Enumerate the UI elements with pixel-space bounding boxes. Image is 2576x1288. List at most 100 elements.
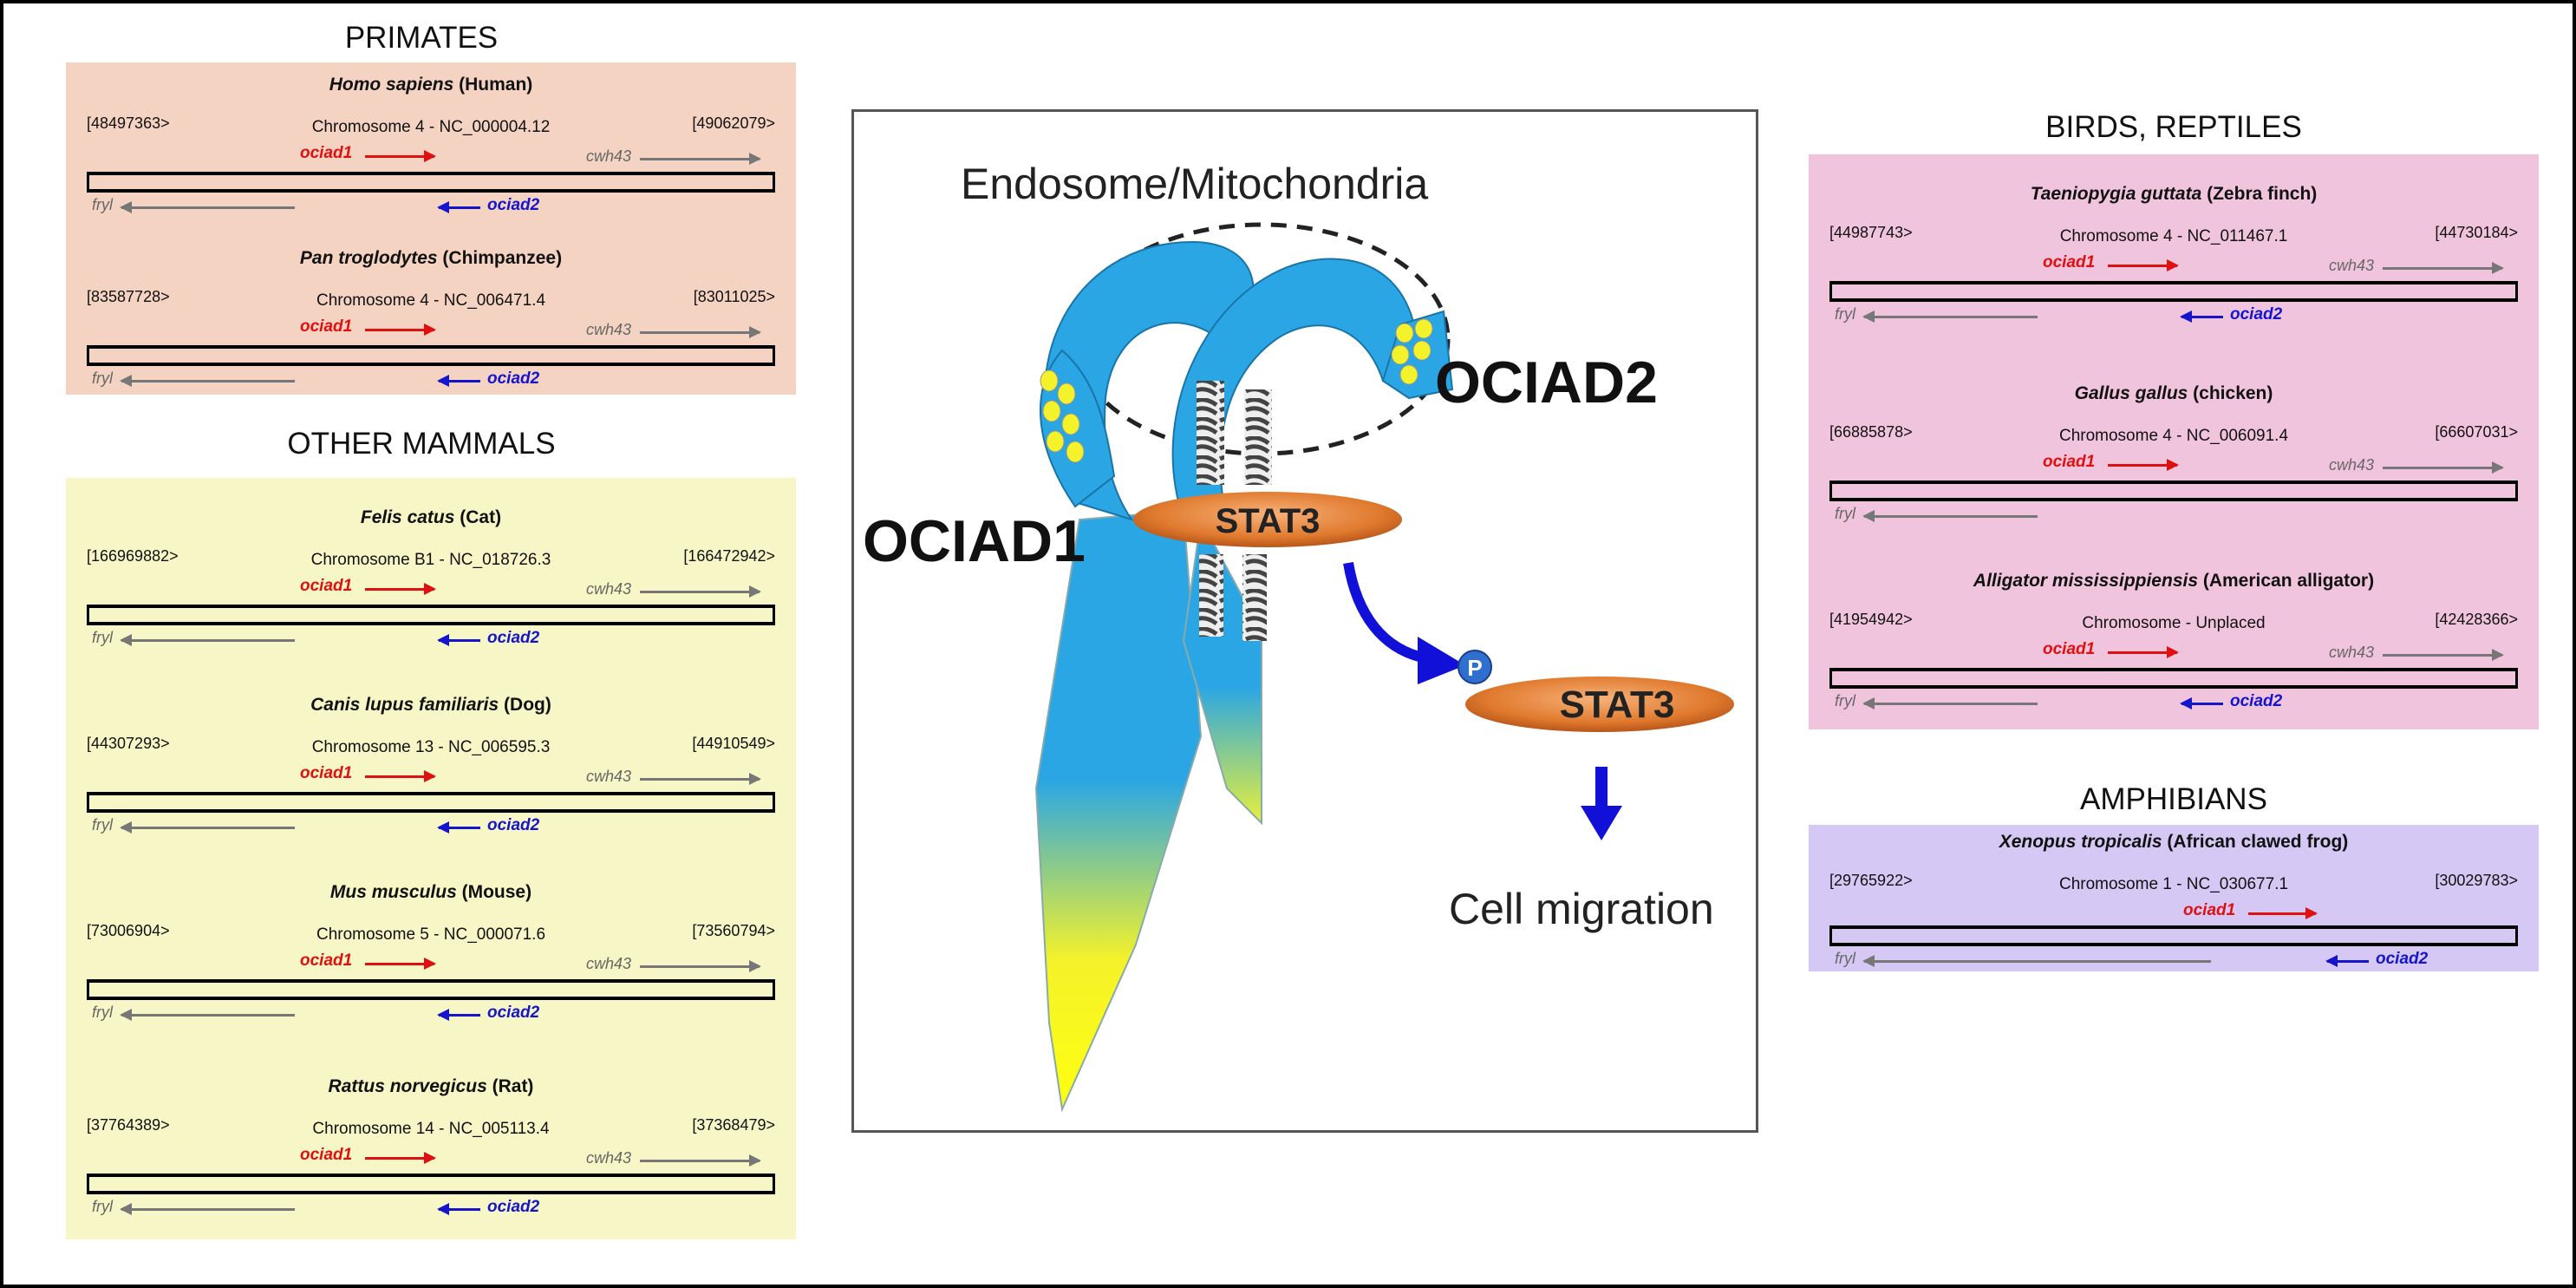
fryl-gene-label: fryl: [92, 816, 113, 834]
chromosome-strand-top: [87, 792, 775, 795]
species-name: Rattus norvegicus: [328, 1076, 487, 1096]
fryl-arrow: [120, 1203, 295, 1215]
cwh43-arrow: [640, 960, 761, 972]
chromosome-strand-bottom: [87, 363, 775, 366]
gene-map-entry: Felis catus (Cat)[166969882>Chromosome B…: [66, 507, 796, 672]
ociad1-arrow: [2108, 646, 2179, 658]
fryl-arrow: [120, 634, 295, 646]
ociad1-arrow: [365, 583, 436, 595]
cwh43-arrow: [2383, 461, 2504, 474]
fryl-arrow: [1862, 955, 2211, 967]
gene-map-entry: Pan troglodytes (Chimpanzee)[83587728>Ch…: [66, 248, 796, 413]
start-coordinate: [166969882>: [87, 547, 179, 565]
end-coordinate: [44910549>: [692, 735, 775, 752]
helix-2: [1244, 389, 1272, 485]
ociad1-arrow: [2108, 459, 2179, 471]
ociad2-arrow: [437, 1009, 480, 1021]
ociad1-arrow: [365, 770, 436, 782]
chromosome-label: Chromosome 4 - NC_006091.4: [2058, 427, 2289, 445]
ociad2-gene-label: ociad2: [487, 816, 540, 834]
cwh43-gene-label: cwh43: [586, 955, 632, 972]
cwh43-gene-label: cwh43: [2329, 644, 2375, 661]
group-title-primates: PRIMATES: [344, 21, 499, 55]
species-common-name: (Zebra finch): [2201, 184, 2318, 204]
chromosome-strand-bottom: [87, 997, 775, 1000]
chromosome-label: Chromosome 1 - NC_030677.1: [2058, 875, 2289, 893]
chromosome-label: Chromosome 14 - NC_005113.4: [312, 1120, 550, 1138]
fryl-gene-label: fryl: [92, 1198, 113, 1215]
ociad2-gene-label: ociad2: [487, 629, 540, 647]
end-coordinate: [37368479>: [692, 1116, 775, 1134]
ociad1-gene-label: ociad1: [300, 317, 353, 336]
gene-map-entry: Alligator mississippiensis (American all…: [1809, 571, 2539, 736]
chromosome-strand-top: [87, 172, 775, 175]
strand-end-tick: [773, 173, 775, 193]
phospho-circle: [1458, 650, 1492, 684]
chromosome-strand-top: [87, 979, 775, 983]
ociad2-label: OCIAD2: [1435, 350, 1658, 415]
ociad1-arrow: [365, 1152, 436, 1164]
panel-primates: Homo sapiens (Human)[48497363>Chromosome…: [66, 62, 796, 395]
strand-end-tick: [2515, 283, 2518, 302]
chromosome-strand-bottom: [87, 189, 775, 193]
gene-map-entry: Mus musculus (Mouse)[73006904>Chromosome…: [66, 882, 796, 1047]
ociad2-gene-label: ociad2: [2376, 950, 2429, 968]
ociad2-arrow: [2180, 697, 2223, 709]
chromosome-strand-bottom: [1829, 943, 2518, 946]
species-title: Taeniopygia guttata (Zebra finch): [1809, 184, 2539, 205]
end-coordinate: [83011025>: [693, 288, 775, 305]
stat3-bound: [1133, 492, 1402, 547]
start-coordinate: [48497363>: [87, 114, 170, 132]
start-coordinate: [37764389>: [87, 1116, 170, 1134]
strand-start-tick: [87, 794, 89, 813]
panel-other-mammals: Felis catus (Cat)[166969882>Chromosome B…: [66, 478, 796, 1239]
chromosome-label: Chromosome 13 - NC_006595.3: [311, 738, 551, 756]
fryl-arrow: [120, 201, 295, 213]
strand-start-tick: [87, 981, 89, 1000]
end-coordinate: [42428366>: [2435, 611, 2518, 628]
strand-end-tick: [2515, 927, 2518, 946]
gene-map-entry: Gallus gallus (chicken)[66885878>Chromos…: [1809, 383, 2539, 548]
ociad2-arrow: [2325, 955, 2369, 967]
strand-start-tick: [87, 1175, 89, 1194]
chromosome-strand-bottom: [87, 809, 775, 813]
species-common-name: (Cat): [454, 507, 502, 527]
ociad1-gene-label: ociad1: [300, 764, 353, 782]
ociad1-gene-label: ociad1: [2043, 253, 2096, 271]
strand-end-tick: [773, 981, 775, 1000]
ociad1-gene-label: ociad1: [2183, 901, 2236, 919]
ociad1-gene-label: ociad1: [300, 951, 353, 970]
chromosome-strand-top: [87, 605, 775, 608]
chromosome-label: Chromosome B1 - NC_018726.3: [310, 551, 551, 569]
ociad1-arrow: [365, 324, 436, 336]
phosphorylation-arrow: [1343, 562, 1428, 664]
ociad2-arrow: [437, 201, 480, 213]
species-name: Gallus gallus: [2074, 383, 2188, 403]
ociad1-arrow: [365, 958, 436, 970]
chromosome-label: Chromosome 4 - NC_000004.12: [311, 118, 551, 136]
chromosome-label: Chromosome 5 - NC_000071.6: [316, 925, 546, 944]
strand-start-tick: [87, 173, 89, 193]
helix-4: [1242, 554, 1267, 641]
stat3-free: [1465, 677, 1734, 732]
ociad1-gene-label: ociad1: [2043, 640, 2096, 658]
cwh43-gene-label: cwh43: [586, 147, 632, 165]
species-title: Canis lupus familiaris (Dog): [66, 695, 796, 716]
species-common-name: (Rat): [486, 1076, 534, 1096]
fryl-arrow: [120, 375, 295, 387]
strand-start-tick: [87, 347, 89, 366]
species-title: Alligator mississippiensis (American all…: [1809, 571, 2539, 592]
ociad2-gene-label: ociad2: [487, 369, 540, 388]
strand-end-tick: [2515, 670, 2518, 689]
fryl-arrow: [120, 821, 295, 834]
strand-start-tick: [87, 606, 89, 625]
ociad2-gene-label: ociad2: [2230, 305, 2283, 324]
group-title-birds-reptiles: BIRDS, REPTILES: [2045, 110, 2302, 144]
phosphorylation-arrowhead: [1418, 637, 1465, 684]
cwh43-gene-label: cwh43: [2329, 456, 2375, 474]
fryl-arrow: [120, 1009, 295, 1021]
species-common-name: (Mouse): [456, 882, 532, 902]
species-name: Alligator mississippiensis: [1973, 571, 2199, 591]
species-title: Xenopus tropicalis (African clawed frog): [1809, 832, 2539, 853]
